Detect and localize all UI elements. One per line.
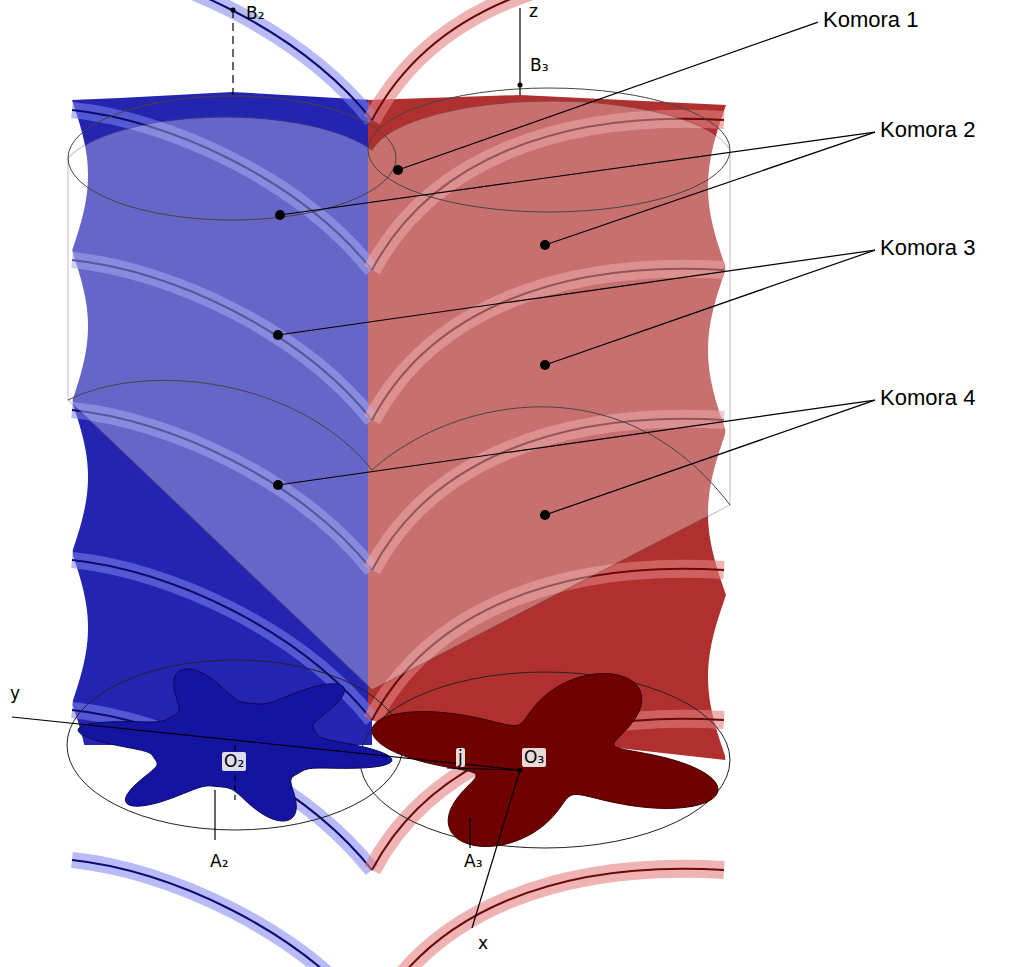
axis-label: O₃ bbox=[522, 748, 546, 767]
chamber-label: Komora 4 bbox=[880, 386, 975, 410]
chamber-label: Komora 2 bbox=[880, 118, 975, 142]
housing-top bbox=[368, 88, 730, 212]
axis-label: B₃ bbox=[528, 56, 550, 75]
leader-dot bbox=[273, 330, 283, 340]
y-axis bbox=[12, 717, 520, 770]
leader-line bbox=[545, 250, 875, 365]
leader-dot bbox=[540, 360, 550, 370]
leader-dot bbox=[540, 510, 550, 520]
helix-edge bbox=[372, 869, 724, 967]
housing bbox=[68, 101, 730, 690]
leader-line bbox=[398, 22, 818, 170]
axis-label: j bbox=[456, 748, 465, 767]
bottom-circle bbox=[67, 660, 403, 830]
helix-edge bbox=[72, 860, 372, 967]
leader-dot bbox=[540, 240, 550, 250]
leader-line bbox=[278, 400, 875, 485]
axis-label: A₂ bbox=[208, 852, 230, 871]
axis-a3 bbox=[469, 818, 470, 848]
leader-line bbox=[545, 400, 875, 515]
axis-label: B₂ bbox=[244, 4, 266, 23]
helix-ridge bbox=[72, 0, 372, 120]
leader-dot bbox=[275, 210, 285, 220]
z-axis bbox=[519, 8, 520, 95]
x-axis bbox=[472, 770, 520, 928]
helix-edge bbox=[72, 0, 372, 120]
axis-b2 bbox=[232, 10, 233, 95]
bottom-circle bbox=[360, 672, 730, 848]
axis-label: O₂ bbox=[222, 752, 246, 771]
point-dot bbox=[518, 83, 523, 88]
housing-edge bbox=[68, 380, 730, 505]
leader-line bbox=[278, 250, 875, 335]
leader-line bbox=[545, 132, 875, 245]
leader-dot bbox=[393, 165, 403, 175]
axis-label: z bbox=[527, 2, 540, 21]
blue-profile bbox=[78, 669, 392, 821]
leader-dot bbox=[273, 480, 283, 490]
helix-ridge bbox=[72, 860, 372, 967]
housing-top bbox=[68, 96, 396, 220]
origin-dot bbox=[518, 768, 523, 773]
vector-j bbox=[447, 768, 520, 770]
chamber-label: Komora 3 bbox=[880, 236, 975, 260]
helix-ridge bbox=[372, 869, 724, 967]
axis-label: y bbox=[8, 684, 22, 703]
axis-label: x bbox=[476, 934, 490, 953]
axis-label: A₃ bbox=[462, 852, 484, 871]
point-dot bbox=[231, 8, 236, 13]
chamber-label: Komora 1 bbox=[823, 8, 918, 32]
leader-line bbox=[280, 132, 875, 215]
axis-a2 bbox=[214, 790, 215, 840]
